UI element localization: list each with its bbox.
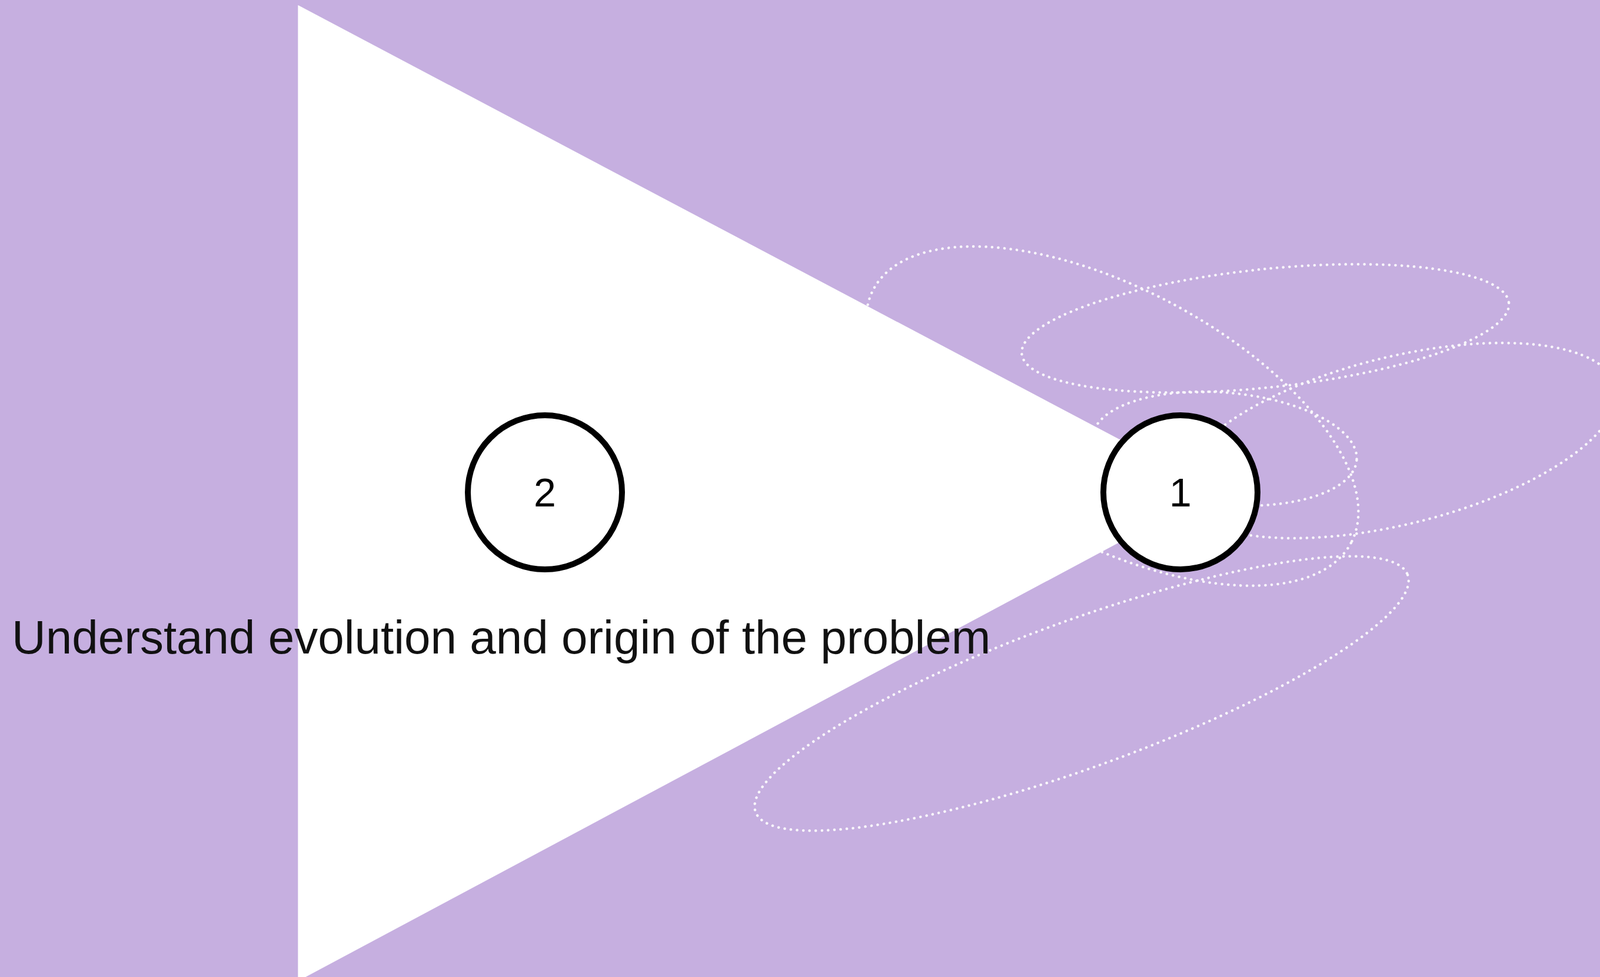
callout-circle: 1 (1100, 412, 1261, 573)
callout-number: 2 (533, 472, 557, 513)
white-triangle (297, 5, 1217, 977)
callout-circle: 2 (464, 412, 625, 573)
callout-number: 1 (1169, 472, 1192, 513)
dotted-loops (730, 176, 1600, 882)
caption-text: Understand evolution and origin of the p… (11, 611, 991, 664)
